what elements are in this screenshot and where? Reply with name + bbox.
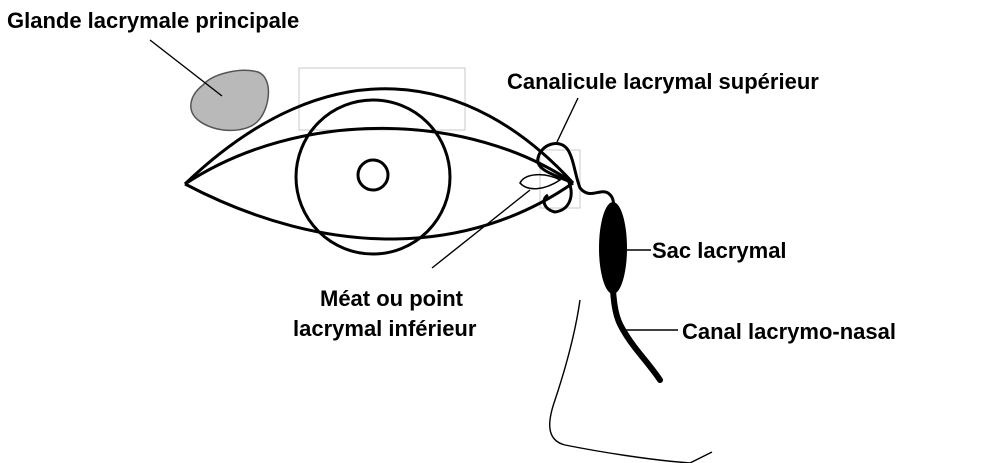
lower-eyelid [185, 183, 573, 239]
nostril-line [690, 452, 712, 463]
lacrimal-sac [599, 202, 627, 294]
canalicule-leader-line [557, 98, 578, 142]
pupil [358, 160, 388, 190]
superior-canaliculus [538, 144, 614, 212]
iris [296, 100, 450, 254]
gland-leader-line [150, 40, 222, 96]
canal-label: Canal lacrymo-nasal [682, 319, 896, 344]
lower-canaliculus [544, 180, 571, 212]
canalicule-label: Canalicule lacrymal supérieur [507, 69, 819, 94]
meat-label-line2: lacrymal inférieur [293, 316, 477, 341]
sac-label: Sac lacrymal [652, 238, 787, 263]
main-lacrimal-gland [191, 70, 269, 130]
gland-label: Glande lacrymale principale [7, 8, 299, 33]
meat-label-line1: Méat ou point [320, 286, 464, 311]
nasolacrimal-canal [613, 290, 660, 380]
